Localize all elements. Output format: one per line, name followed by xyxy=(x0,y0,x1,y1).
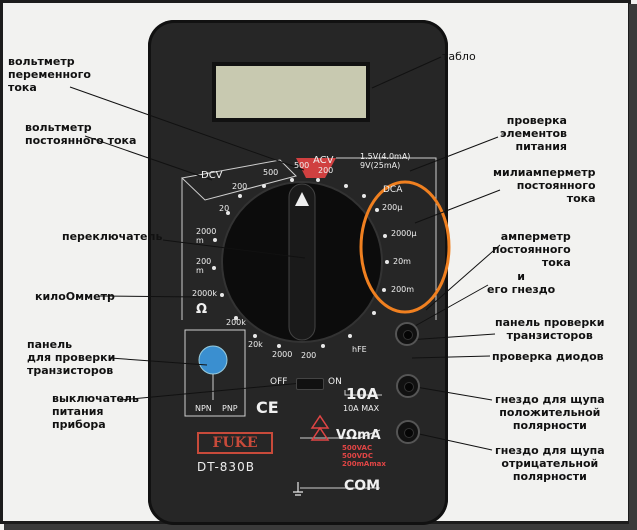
lcd-display xyxy=(212,62,370,122)
hfe-mark: hFE xyxy=(352,345,367,354)
dca-range-2000u: 2000μ xyxy=(391,229,417,238)
hfe-diode-port[interactable] xyxy=(395,322,419,346)
acv-range-500: 500 xyxy=(294,161,310,170)
label-ammeter: амперметр постоянного тока xyxy=(492,230,571,269)
dca-highlight-ellipse xyxy=(359,180,451,314)
label-power-switch: выключатель питания прибора xyxy=(52,392,139,431)
port-vma-label: VΩmA xyxy=(336,428,381,443)
frame-shadow-right xyxy=(629,4,637,530)
label-transistor-panel-left: панель для проверки транзисторов xyxy=(27,338,116,377)
label-transistor-panel-right: панель проверки транзисторов xyxy=(495,316,605,342)
battery-test-mark: 1.5V(4.0mA) 9V(25mA) xyxy=(360,152,411,170)
label-battery-check: проверка элементов питания xyxy=(500,114,567,153)
hfe-socket-outline xyxy=(184,329,246,417)
acv-mark: ACV xyxy=(313,155,334,166)
port-com-label: COM xyxy=(344,478,381,494)
label-milliammeter: милиамперметр постоянного тока xyxy=(493,166,596,205)
label-positive-jack: гнездо для щупа положительной полярности xyxy=(495,393,605,432)
ohm-range-2000: 2000 xyxy=(272,350,293,359)
knob-pointer xyxy=(288,183,316,341)
ce-mark: CE xyxy=(256,398,279,417)
model-name: DT-830B xyxy=(197,460,255,474)
brand-logo: FUKE xyxy=(197,432,273,454)
on-mark: ON xyxy=(328,377,342,387)
dcv-range-200: 200 xyxy=(232,182,248,191)
dcv-range-20: 20 xyxy=(219,204,230,213)
label-display: табло xyxy=(442,50,476,63)
dca-range-200m: 200m xyxy=(391,285,415,294)
knob-arrow xyxy=(295,192,309,206)
dcv-region-outline xyxy=(180,159,297,201)
port-10a-label: 10A xyxy=(346,385,379,403)
warning-triangle-icon xyxy=(310,414,330,429)
dcv-range-2000m: 2000 m xyxy=(196,227,217,245)
label-selector: переключатель xyxy=(62,230,163,243)
port-vma[interactable] xyxy=(396,420,420,444)
ground-icon xyxy=(293,482,303,496)
ohm-range-20k: 20k xyxy=(248,340,263,349)
ohm-range-200: 200 xyxy=(301,351,317,360)
port-10a-note: 10A MAX xyxy=(343,404,380,413)
dca-mark: DCA xyxy=(383,185,403,195)
label-negative-jack: гнездо для щупа отрицательной полярности xyxy=(495,444,605,483)
label-diode-check: проверка диодов xyxy=(492,350,604,363)
dcv-mark: DCV xyxy=(201,170,223,181)
dca-range-20m: 20m xyxy=(393,257,411,266)
ohm-symbol: Ω xyxy=(196,302,208,317)
leader-lines xyxy=(69,56,501,451)
acv-marker xyxy=(296,158,336,178)
label-dc-voltmeter: вольтметр постоянного тока xyxy=(25,121,137,147)
power-switch[interactable] xyxy=(296,378,324,390)
acv-range-200: 200 xyxy=(318,166,334,175)
frame-shadow-bottom xyxy=(4,524,637,530)
ohm-range-200k: 200k xyxy=(226,318,246,327)
hfe-socket xyxy=(198,345,228,375)
off-mark: OFF xyxy=(270,377,288,387)
warning-triangle-icon-2 xyxy=(310,426,330,441)
pnp-mark: PNP xyxy=(222,404,238,413)
dcv-range-200m: 200 m xyxy=(196,257,212,275)
dcv-range-500: 500 xyxy=(263,168,279,177)
range-dots xyxy=(212,178,389,348)
label-ac-voltmeter: вольтметр переменного тока xyxy=(8,55,91,94)
npn-mark: NPN xyxy=(195,404,212,413)
ohm-range-2000k: 2000k xyxy=(192,289,217,298)
label-kiloohmmeter: килоОмметр xyxy=(35,290,115,303)
label-ammeter-socket: и его гнездо xyxy=(487,270,556,296)
battery-region-outline xyxy=(336,157,437,172)
port-10a[interactable] xyxy=(396,374,420,398)
dca-range-200u: 200μ xyxy=(382,203,403,212)
port-vma-note: 500VAC 500VDC 200mAmax xyxy=(342,444,386,468)
